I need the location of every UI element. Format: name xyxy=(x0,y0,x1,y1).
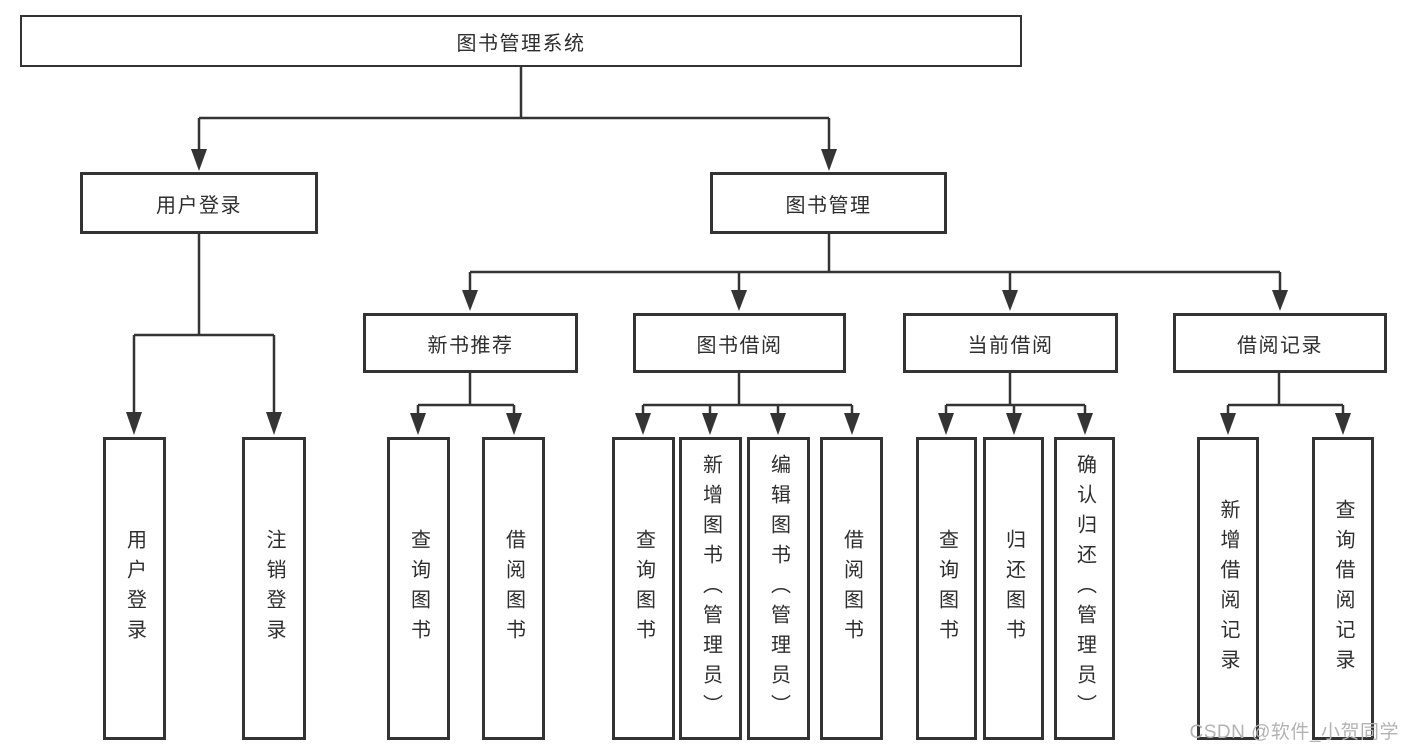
arrowhead-icon xyxy=(635,413,651,435)
node-label: 用户登录 xyxy=(123,528,146,649)
leaf-query-books-1: 查询图书 xyxy=(387,437,450,740)
leaf-user-login: 用户登录 xyxy=(103,437,166,740)
arrowhead-icon xyxy=(191,149,207,171)
node-label: 图书借阅 xyxy=(696,334,783,357)
node-label: 归还图书 xyxy=(1002,528,1025,649)
node-label: 新增图书（管理员） xyxy=(699,453,722,724)
arrowhead-icon xyxy=(410,413,426,435)
arrowhead-icon xyxy=(506,413,522,435)
arrowhead-icon xyxy=(1006,413,1022,435)
node-label: 查询图书 xyxy=(935,528,958,649)
node-label: 查询借阅记录 xyxy=(1332,498,1354,679)
node-current-borrowing: 当前借阅 xyxy=(903,313,1118,373)
node-user-login: 用户登录 xyxy=(80,172,318,234)
arrowhead-icon xyxy=(938,413,954,435)
node-label: 图书管理系统 xyxy=(456,32,586,55)
leaf-borrow-books-2: 借阅图书 xyxy=(820,437,883,740)
arrowhead-icon xyxy=(702,413,718,435)
node-label: 注销登录 xyxy=(263,528,285,649)
arrowhead-icon xyxy=(266,412,282,435)
leaf-query-books-2: 查询图书 xyxy=(612,437,675,740)
node-label: 用户登录 xyxy=(156,194,242,217)
arrowhead-icon xyxy=(1077,413,1093,435)
arrowhead-icon xyxy=(844,413,860,435)
arrowhead-group xyxy=(126,149,1351,435)
node-label: 图书管理 xyxy=(785,194,872,217)
arrowhead-icon xyxy=(462,290,478,311)
node-label: 新增借阅记录 xyxy=(1217,498,1239,679)
arrowhead-icon xyxy=(1220,413,1236,435)
arrowhead-icon xyxy=(126,412,142,435)
arrowhead-icon xyxy=(1272,290,1288,311)
leaf-add-books-admin: 新增图书（管理员） xyxy=(679,437,742,740)
leaf-return-books: 归还图书 xyxy=(983,437,1044,740)
leaf-edit-books-admin: 编辑图书（管理员） xyxy=(747,437,810,740)
node-library-management-system: 图书管理系统 xyxy=(20,15,1022,67)
leaf-confirm-return-admin: 确认归还（管理员） xyxy=(1054,437,1115,740)
arrowhead-icon xyxy=(731,290,747,311)
node-book-management: 图书管理 xyxy=(710,172,947,234)
leaf-add-borrow-record: 新增借阅记录 xyxy=(1197,437,1259,740)
arrowhead-icon xyxy=(821,149,837,171)
arrowhead-icon xyxy=(1335,413,1351,435)
leaf-logout: 注销登录 xyxy=(242,437,306,740)
node-label: 确认归还（管理员） xyxy=(1073,453,1096,724)
node-label: 借阅图书 xyxy=(840,528,863,649)
node-label: 查询图书 xyxy=(407,528,430,649)
node-label: 当前借阅 xyxy=(967,334,1054,357)
leaf-query-borrow-record: 查询借阅记录 xyxy=(1312,437,1374,740)
node-label: 新书推荐 xyxy=(427,334,514,357)
node-label: 编辑图书（管理员） xyxy=(767,453,790,724)
node-book-borrowing: 图书借阅 xyxy=(633,313,846,373)
leaf-query-books-3: 查询图书 xyxy=(916,437,977,740)
node-label: 借阅记录 xyxy=(1237,334,1323,357)
node-new-book-recommendation: 新书推荐 xyxy=(363,313,578,373)
arrowhead-icon xyxy=(770,413,786,435)
node-borrowing-records: 借阅记录 xyxy=(1173,313,1387,373)
leaf-borrow-books-1: 借阅图书 xyxy=(482,437,545,740)
connector-line-group xyxy=(132,67,1345,414)
csdn-watermark: CSDN @软件_小贺同学 xyxy=(1189,722,1399,743)
node-label: 借阅图书 xyxy=(502,528,525,649)
arrowhead-icon xyxy=(1002,290,1018,311)
node-label: 查询图书 xyxy=(632,528,655,649)
